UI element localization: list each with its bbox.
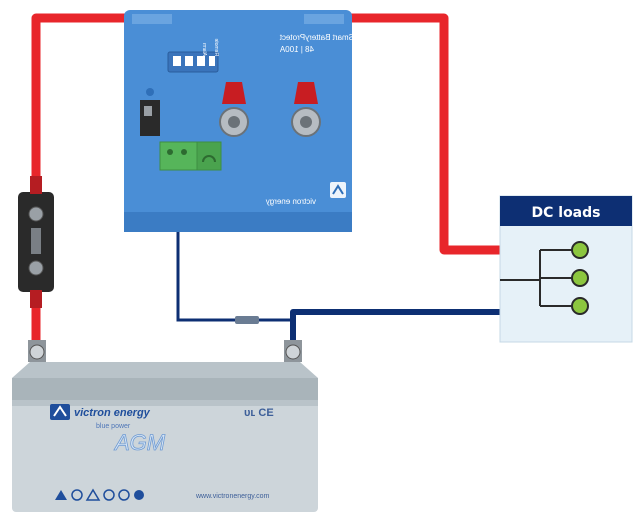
device-input-stud <box>219 82 249 137</box>
wire-sleeve <box>30 290 42 308</box>
device-connector-remote: Remote <box>213 38 219 56</box>
battery-positive-terminal <box>28 340 46 362</box>
corrosive-icon <box>85 488 101 501</box>
wire-sleeve <box>30 176 42 194</box>
device-brand: victron energy <box>266 197 316 206</box>
device-rating: 48 | 100A <box>279 45 314 54</box>
dc-load-dot <box>571 269 589 287</box>
battery-website: www.victronenergy.com <box>195 493 270 500</box>
battery-certifications: ᴜʟ CE <box>244 407 274 419</box>
no-flame-icon <box>103 489 115 501</box>
manual-icon <box>71 489 83 501</box>
device-connector-alarm: Alarm <box>201 43 207 56</box>
device-output-stud <box>291 82 321 137</box>
dc-load-dot <box>571 297 589 315</box>
negative-wire-battery-to-loads <box>290 309 500 350</box>
victron-logo-icon <box>50 404 70 420</box>
dc-loads-title: DC loads <box>532 205 601 221</box>
dc-loads-box: DC loads <box>499 195 633 343</box>
agm-battery <box>12 362 318 512</box>
dc-load-dot <box>571 241 589 259</box>
battery-brand: victron energy <box>74 407 151 419</box>
eye-protection-icon <box>118 489 130 501</box>
battery-safety-icons <box>55 488 144 501</box>
device-product-name: Smart BatteryProtect <box>279 33 354 42</box>
warning-icon <box>55 490 67 500</box>
ground-wire-splice <box>235 316 259 324</box>
battery-brand-tagline: blue power <box>96 423 131 430</box>
fuse-holder <box>18 192 54 292</box>
recycle-icon <box>134 490 144 500</box>
battery-negative-terminal <box>284 340 302 362</box>
battery-type: AGM <box>113 430 166 455</box>
